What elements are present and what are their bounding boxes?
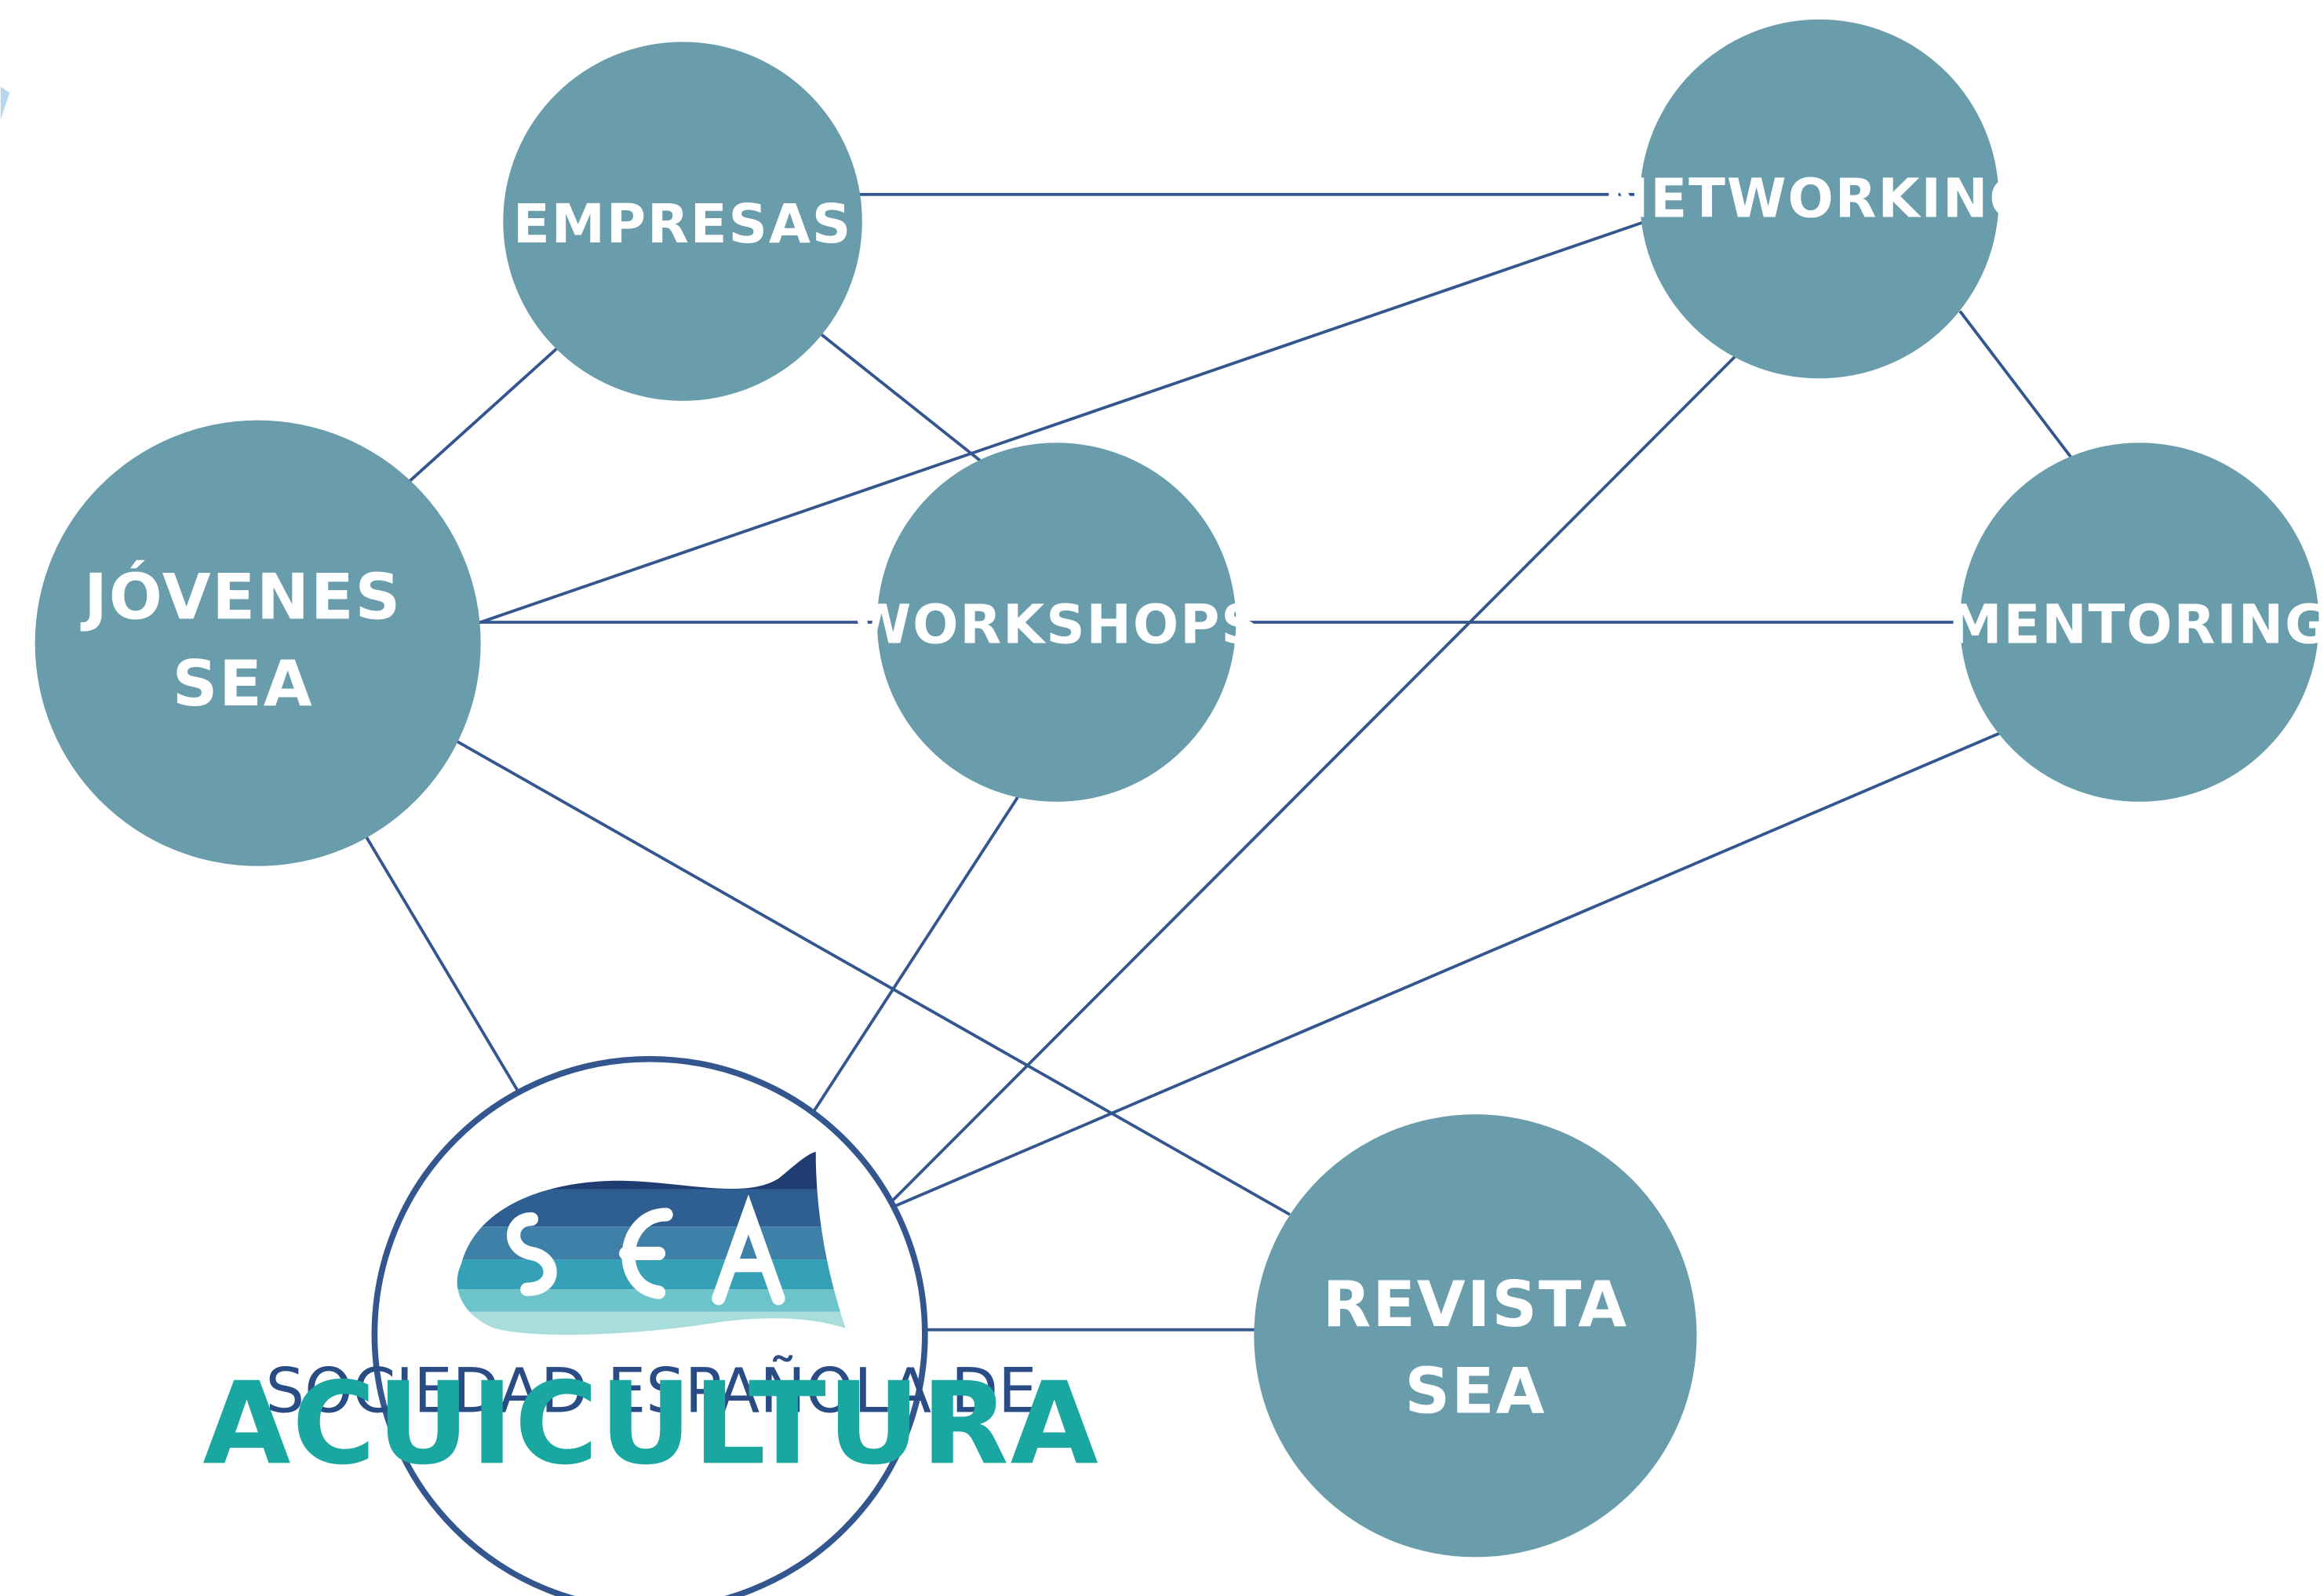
node-jovenes-circle [35, 420, 481, 866]
node-networking-circle [1640, 19, 1999, 379]
node-empresas-label: EMPRESAS [513, 193, 852, 256]
edge-empresas-jovenes [406, 345, 560, 485]
node-revista-label-line1: REVISTA [1323, 1268, 1628, 1341]
node-mentoring-label: MENTORING [1948, 594, 2324, 657]
node-mentoring-circle [1960, 443, 2319, 802]
corner-decoration [0, 86, 10, 120]
node-revista-circle [1254, 1114, 1697, 1558]
node-mentoring: MENTORING [1948, 443, 2324, 802]
edge-networking-mentoring [1958, 310, 2075, 462]
node-workshops: WORKSHOPS [852, 443, 1262, 802]
edge-mentoring-logo [888, 731, 2002, 1211]
node-networking-label: NETWORKING [1604, 167, 2034, 230]
node-networking: NETWORKING [1604, 19, 2034, 379]
node-revista-sea: REVISTA SEA [1254, 1114, 1697, 1558]
node-revista-label-line2: SEA [1404, 1355, 1546, 1428]
node-empresas-circle [503, 42, 862, 401]
node-workshops-label: WORKSHOPS [852, 594, 1262, 657]
node-jovenes-sea: JÓVENES SEA [35, 420, 481, 866]
edge-jovenes-logo [362, 832, 523, 1098]
node-workshops-circle [876, 443, 1237, 802]
edges [362, 192, 2075, 1332]
node-jovenes-label-line1: JÓVENES [80, 559, 402, 633]
node-sea-logo: SOCIEDAD ESPAÑOLA DE ACUICULTURA [202, 1055, 1099, 1596]
edge-networking-logo [887, 355, 1737, 1205]
edge-networking-jovenes [475, 220, 1647, 625]
edge-workshops-logo [811, 796, 1019, 1114]
node-jovenes-label-line2: SEA [173, 647, 314, 720]
logo-text-acuicultura: ACUICULTURA [202, 1358, 1099, 1490]
node-empresas: EMPRESAS [503, 42, 862, 401]
edge-empresas-workshops [819, 332, 982, 462]
edge-jovenes-revista [454, 738, 1291, 1216]
logo-text-sociedad: SOCIEDAD ESPAÑOLA DE [265, 1355, 1036, 1427]
